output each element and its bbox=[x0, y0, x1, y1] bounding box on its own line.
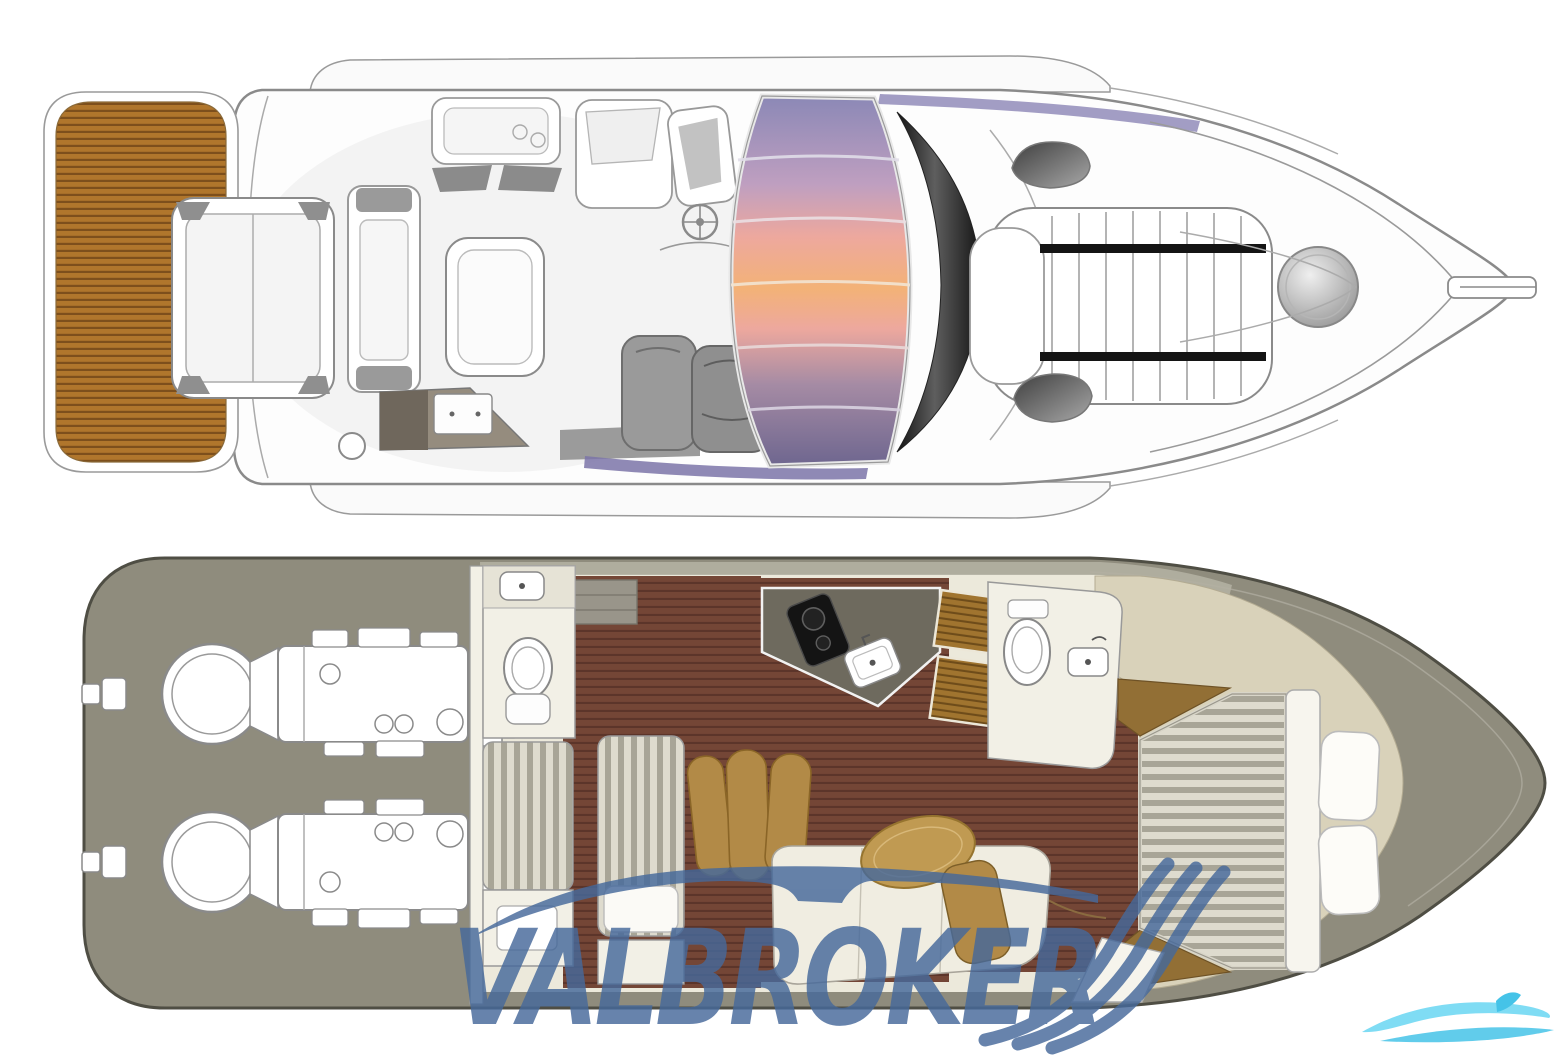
wave-logo bbox=[1362, 992, 1554, 1043]
bench-cap bbox=[356, 366, 412, 390]
forward-head bbox=[987, 581, 1123, 770]
sunpad-black-bar bbox=[1040, 352, 1266, 361]
bar-fridge bbox=[433, 393, 493, 435]
galley-sink bbox=[843, 633, 902, 689]
windshield-glass-top bbox=[878, 94, 1200, 132]
sunroof-rib bbox=[737, 154, 900, 162]
hull-inner-line bbox=[1089, 571, 1523, 907]
sunpad-trim bbox=[176, 202, 210, 220]
galley-cooktop bbox=[786, 593, 850, 667]
windscreen-arch bbox=[896, 111, 982, 453]
transom-sunpad bbox=[171, 197, 335, 399]
aft-head bbox=[482, 565, 576, 739]
cupholder bbox=[512, 124, 528, 140]
deck-filler-cap bbox=[338, 432, 366, 460]
gunwale-band-starboard bbox=[309, 481, 1111, 519]
valbroker-watermark: VALBROKER bbox=[452, 857, 1231, 1056]
side-deck-strip bbox=[480, 562, 1232, 597]
cupholder bbox=[530, 132, 546, 148]
island-bed bbox=[1138, 692, 1288, 970]
foredeck bbox=[969, 121, 1537, 453]
sunpad-trim bbox=[176, 376, 210, 394]
companion-seat bbox=[575, 99, 737, 209]
watermark-boat-swoosh bbox=[470, 866, 1098, 938]
cockpit-table bbox=[445, 237, 545, 377]
gunwale-band-port bbox=[309, 55, 1111, 93]
fwd-toilet-tank bbox=[1007, 599, 1049, 619]
aft-berth-port bbox=[482, 741, 574, 891]
sunroof-rib bbox=[732, 216, 907, 224]
deck-vent-starboard bbox=[1013, 373, 1093, 423]
foredeck-inner-line bbox=[1179, 231, 1358, 343]
sunpad-trim bbox=[298, 202, 330, 220]
bow-sheer-line-starboard bbox=[1109, 419, 1339, 487]
aft-head-faucet bbox=[519, 583, 525, 589]
aft-bench bbox=[347, 185, 421, 393]
main-deck-plan bbox=[43, 55, 1537, 519]
watermark-stripes bbox=[978, 857, 1231, 1055]
headrest-pads bbox=[432, 165, 562, 192]
sunpad-black-bar bbox=[1040, 244, 1266, 253]
sunpad-trim bbox=[298, 376, 330, 394]
wave-fin bbox=[1496, 992, 1521, 1012]
bed-pillow bbox=[1317, 730, 1381, 822]
wardrobe bbox=[928, 588, 1002, 728]
deck-hatch-ring bbox=[1285, 254, 1351, 320]
seat-cushion bbox=[678, 117, 722, 190]
bench-cap bbox=[356, 188, 412, 212]
aft-head-toilet-tank bbox=[505, 693, 551, 725]
salon-cushions bbox=[686, 749, 812, 881]
fwd-head-toilet bbox=[1003, 618, 1051, 686]
bow-sheer-line-port bbox=[1109, 87, 1339, 155]
sunroof-rib bbox=[747, 405, 901, 412]
galley bbox=[760, 586, 942, 708]
sunroof bbox=[728, 93, 913, 469]
wet-bar bbox=[379, 387, 530, 451]
sunroof-rib bbox=[735, 343, 909, 350]
fwd-head-faucet bbox=[1091, 636, 1107, 641]
deck-hatch bbox=[1277, 246, 1359, 328]
foredeck-sunpad bbox=[969, 207, 1273, 405]
bed-frame bbox=[1285, 689, 1321, 973]
deck-vent-port bbox=[1011, 141, 1091, 189]
bed-pillow bbox=[1317, 824, 1381, 916]
sunroof-rib bbox=[730, 280, 911, 287]
wave-swoosh-bottom bbox=[1380, 1027, 1554, 1043]
port-settee bbox=[431, 97, 561, 165]
lower-deck-plan bbox=[80, 556, 1547, 1010]
side-window-glass-starboard bbox=[584, 456, 868, 480]
aft-cabinet-starboard bbox=[597, 939, 685, 985]
cabin-trim-port bbox=[1117, 678, 1233, 737]
galley-faucet bbox=[861, 633, 871, 646]
sunpad-headrest bbox=[969, 227, 1045, 385]
